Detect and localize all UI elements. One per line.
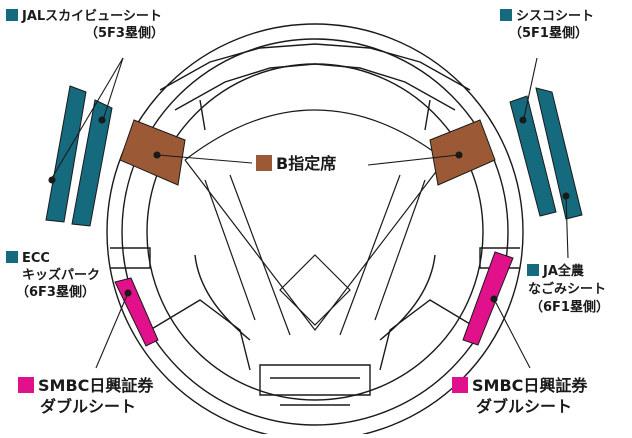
stand-ring — [146, 63, 484, 401]
b-seat-blocks — [119, 119, 496, 186]
leader-smbc-right — [493, 298, 531, 369]
leader-dot-jal-outer — [48, 176, 56, 184]
cisco-label: シスコシート — [500, 8, 594, 25]
jal-seat-block-inner — [71, 99, 113, 227]
jal-label: JALスカイビューシート — [6, 8, 162, 25]
leader-ja — [565, 195, 569, 259]
teal-swatch — [6, 9, 18, 21]
leader-dot-smbc-right — [490, 295, 498, 303]
smbc-name-left: SMBC日興証券 — [38, 376, 154, 395]
upper-deck-line-2 — [174, 63, 456, 111]
ecc-subname: キッズパーク — [22, 268, 101, 283]
smbc-seat-block-right — [462, 251, 514, 346]
magenta-swatch — [18, 377, 34, 393]
field-grid-2 — [229, 174, 401, 336]
b-seat-block-left — [119, 119, 186, 186]
leader-b-left — [157, 154, 253, 164]
smbc-seat-blocks — [114, 251, 514, 347]
leader-dot-jal-inner — [98, 116, 106, 124]
ja-name: JA全農 — [543, 264, 584, 279]
b-seat-name: B指定席 — [276, 154, 337, 173]
leader-dot-smbc-left — [124, 289, 132, 297]
b-seat-block-right — [429, 119, 496, 186]
cisco-name: シスコシート — [516, 9, 595, 24]
left-stand-box — [110, 247, 151, 269]
upper-deck-line — [159, 43, 471, 91]
leader-jal — [102, 57, 124, 121]
leader-dot-cisco — [519, 116, 527, 124]
teal-swatch — [6, 251, 18, 263]
brown-swatch — [256, 155, 272, 171]
jal-location: （5F3塁側） — [85, 26, 164, 41]
leader-lines — [48, 57, 570, 369]
leader-dot-b-right — [455, 151, 463, 159]
leader-b-right — [367, 154, 459, 166]
outer-ring — [106, 23, 524, 438]
smbc-label-right: SMBC日興証券 — [452, 376, 587, 396]
stadium-outline — [106, 23, 524, 438]
foul-lines — [184, 159, 446, 331]
teal-swatch — [527, 264, 539, 276]
leader-smbc-left — [95, 292, 129, 369]
infield-stands — [194, 254, 436, 341]
teal-swatch — [500, 9, 512, 21]
cisco-seat-block-inner — [509, 95, 557, 217]
b-seat-label: B指定席 — [256, 154, 336, 174]
backstop-lines — [270, 377, 360, 406]
upper-deck-joints — [199, 99, 431, 131]
outfield-wall — [184, 109, 446, 161]
backstop-block — [259, 364, 371, 396]
infield-diamond — [279, 254, 351, 326]
ja-subname: なごみシート — [528, 282, 607, 297]
leader-jal-2 — [51, 57, 124, 179]
smbc-name-right: SMBC日興証券 — [472, 376, 588, 395]
smbc-sub-left: ダブルシート — [40, 397, 137, 416]
leader-dot-b-left — [153, 151, 161, 159]
cisco-location: （5F1塁側） — [509, 26, 588, 41]
jal-name: JALスカイビューシート — [22, 9, 162, 24]
cisco-seat-block-outer — [535, 87, 583, 220]
outer-ring-inner — [121, 38, 509, 426]
field — [184, 109, 446, 336]
field-grid — [204, 179, 426, 321]
magenta-swatch — [452, 377, 468, 393]
leader-dot-ja — [562, 192, 570, 200]
smbc-sub-right: ダブルシート — [476, 397, 573, 416]
leader-cisco — [523, 57, 538, 119]
lower-concourse — [149, 299, 481, 371]
ecc-label: ECC — [6, 250, 50, 267]
smbc-label-left: SMBC日興証券 — [18, 376, 153, 396]
ecc-name: ECC — [22, 251, 50, 266]
ecc-location: （6F3塁側） — [16, 285, 95, 300]
ja-location: （6F1塁側） — [530, 300, 609, 315]
ja-label: JA全農 — [527, 263, 584, 280]
smbc-seat-block-left — [114, 277, 159, 347]
